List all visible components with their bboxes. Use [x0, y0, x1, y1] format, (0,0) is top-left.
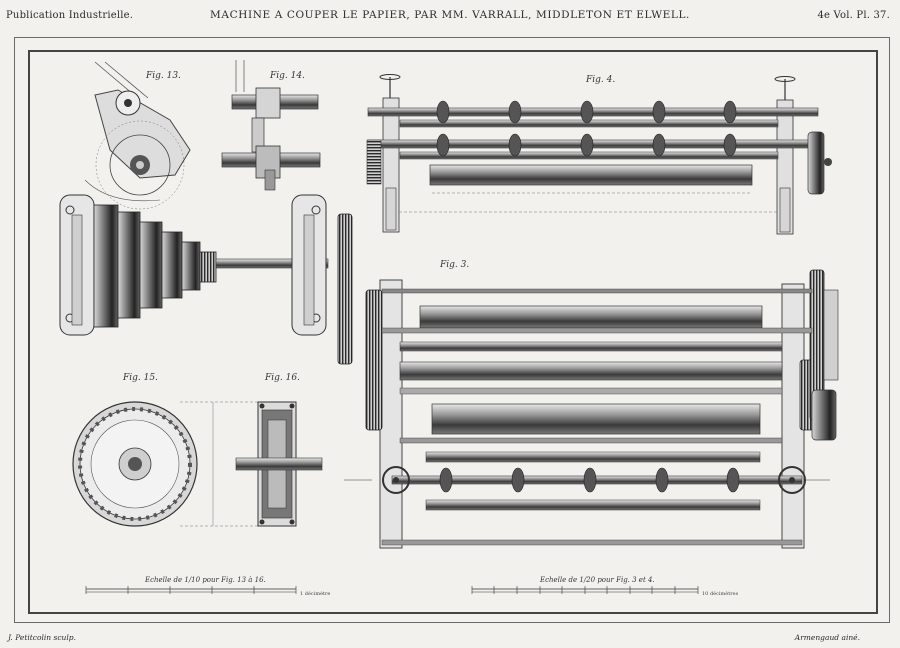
figure-16: Fig. 16. [235, 373, 323, 527]
figure-15: Fig. 15. [72, 373, 260, 527]
figure-4: Fig. 4. [366, 74, 832, 235]
plate-number: 4e Vol. Pl. 37. [817, 10, 890, 21]
figure-13: Fig. 13. [84, 61, 191, 210]
fig15-label: Fig. 15. [122, 373, 158, 383]
scale-right-caption: Echelle de 1/20 pour Fig. 3 et 4. [539, 576, 655, 584]
fig3-label: Fig. 3. [439, 260, 469, 270]
fig14-label: Fig. 14. [269, 71, 305, 81]
scale-bar-right: Echelle de 1/20 pour Fig. 3 et 4. 10 déc… [471, 576, 739, 597]
fig13-label: Fig. 13. [145, 71, 181, 81]
drive-assembly [59, 194, 353, 365]
plate-title: MACHINE A COUPER LE PAPIER, PAR MM. VARR… [210, 9, 690, 21]
figure-14: Fig. 14. [221, 60, 321, 191]
inner-frame [28, 50, 878, 614]
author-credit: Armengaud ainé. [794, 633, 860, 642]
scale-left-caption: Echelle de 1/10 pour Fig. 13 à 16. [144, 576, 266, 584]
figure-3: Fig. 3. [344, 260, 839, 549]
outer-frame [14, 37, 890, 623]
fig4-label: Fig. 4. [585, 75, 615, 85]
fig16-label: Fig. 16. [264, 373, 300, 383]
scale-left-unit: 1 décimètre [300, 590, 330, 597]
scale-right-unit: 10 décimètres [702, 590, 739, 597]
engraver-credit: J. Petitcolin sculp. [8, 633, 76, 642]
scale-bar-left: Echelle de 1/10 pour Fig. 13 à 16. 1 déc… [85, 576, 330, 597]
publication-title: Publication Industrielle. [6, 10, 134, 21]
